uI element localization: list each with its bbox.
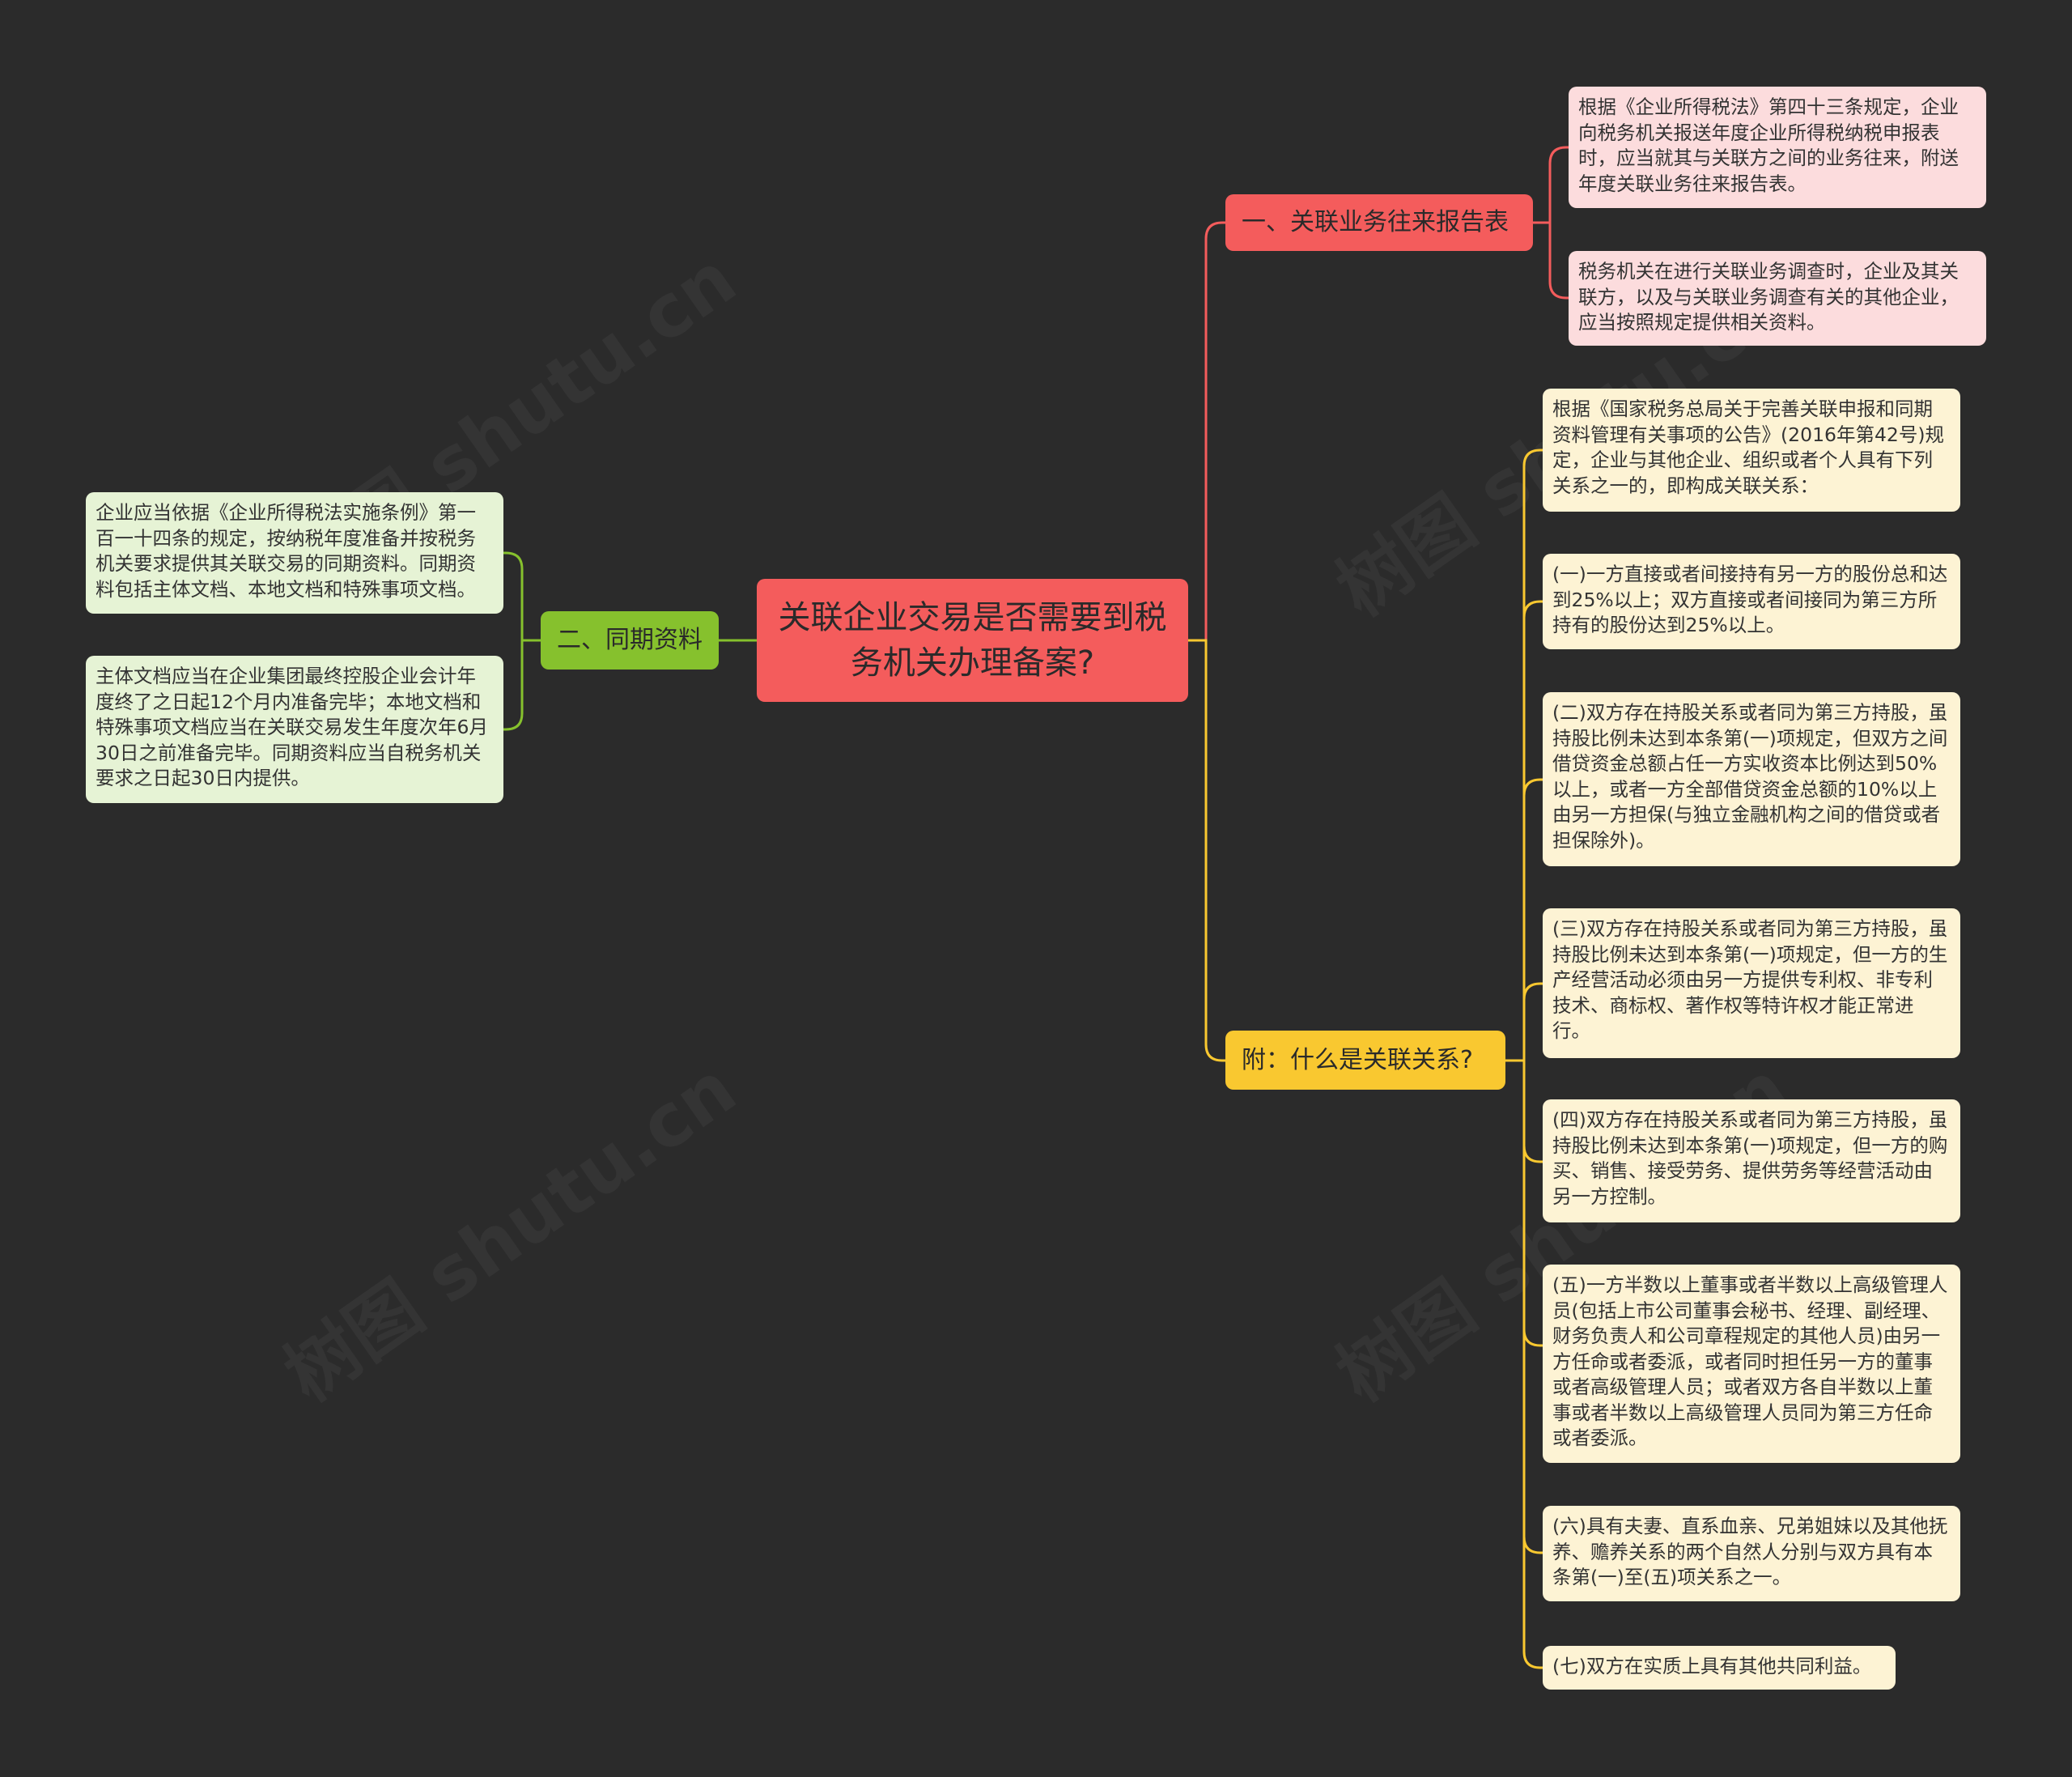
root-topic-label: 关联企业交易是否需要到税务机关办理备案? [778, 599, 1167, 682]
branch-report[interactable]: 一、关联业务往来报告表 [1225, 194, 1533, 251]
link-relation-leaf-1 [1505, 449, 1543, 1062]
link-relation-leaf-4 [1505, 982, 1543, 1062]
relation-leaf-5[interactable]: (四)双方存在持股关系或者同为第三方持股，虽持股比例未达到本条第(一)项规定，但… [1543, 1099, 1960, 1222]
report-leaf-2[interactable]: 税务机关在进行关联业务调查时，企业及其关联方，以及与关联业务调查有关的其他企业，… [1569, 251, 1986, 346]
report-leaf-1[interactable]: 根据《企业所得税法》第四十三条规定，企业向税务机关报送年度企业所得税纳税申报表时… [1569, 87, 1986, 208]
relation-leaf-2[interactable]: (一)一方直接或者间接持有另一方的股份总和达到25%以上；双方直接或者间接同为第… [1543, 554, 1960, 649]
relation-leaf-8-text: (七)双方在实质上具有其他共同利益。 [1552, 1655, 1872, 1677]
relation-leaf-6-text: (五)一方半数以上董事或者半数以上高级管理人员(包括上市公司董事会秘书、经理、副… [1552, 1273, 1948, 1449]
link-relation-leaf-2 [1505, 600, 1543, 1062]
report-leaf-1-text: 根据《企业所得税法》第四十三条规定，企业向税务机关报送年度企业所得税纳税申报表时… [1578, 96, 1959, 195]
link-root-relation [1188, 639, 1225, 1062]
relation-leaf-3-text: (二)双方存在持股关系或者同为第三方持股，虽持股比例未达到本条第(一)项规定，但… [1552, 701, 1948, 852]
relation-leaf-2-text: (一)一方直接或者间接持有另一方的股份总和达到25%以上；双方直接或者间接同为第… [1552, 563, 1948, 636]
relation-leaf-6[interactable]: (五)一方半数以上董事或者半数以上高级管理人员(包括上市公司董事会秘书、经理、副… [1543, 1265, 1960, 1463]
root-topic[interactable]: 关联企业交易是否需要到税务机关办理备案? [757, 579, 1188, 702]
relation-leaf-7[interactable]: (六)具有夫妻、直系血亲、兄弟姐妹以及其他抚养、赡养关系的两个自然人分别与双方具… [1543, 1506, 1960, 1601]
branch-report-label: 一、关联业务往来报告表 [1242, 208, 1509, 236]
link-root-report [1188, 221, 1225, 642]
relation-leaf-1[interactable]: 根据《国家税务总局关于完善关联申报和同期资料管理有关事项的公告》(2016年第4… [1543, 389, 1960, 512]
relation-leaf-7-text: (六)具有夫妻、直系血亲、兄弟姐妹以及其他抚养、赡养关系的两个自然人分别与双方具… [1552, 1515, 1948, 1588]
relation-leaf-3[interactable]: (二)双方存在持股关系或者同为第三方持股，虽持股比例未达到本条第(一)项规定，但… [1543, 692, 1960, 866]
link-report-leaf-2 [1533, 221, 1569, 300]
link-relation-leaf-8 [1505, 1059, 1543, 1669]
link-relation-leaf-3 [1505, 778, 1543, 1062]
docs-leaf-2[interactable]: 主体文档应当在企业集团最终控股企业会计年度终了之日起12个月内准备完毕；本地文档… [86, 656, 503, 803]
link-report-leaf-1 [1533, 146, 1569, 224]
docs-leaf-1-text: 企业应当依据《企业所得税法实施条例》第一百一十四条的规定，按纳税年度准备并按税务… [96, 501, 476, 601]
relation-leaf-5-text: (四)双方存在持股关系或者同为第三方持股，虽持股比例未达到本条第(一)项规定，但… [1552, 1108, 1948, 1208]
branch-relation[interactable]: 附：什么是关联关系? [1225, 1031, 1505, 1090]
report-leaf-2-text: 税务机关在进行关联业务调查时，企业及其关联方，以及与关联业务调查有关的其他企业，… [1578, 260, 1959, 334]
docs-leaf-1[interactable]: 企业应当依据《企业所得税法实施条例》第一百一十四条的规定，按纳税年度准备并按税务… [86, 492, 503, 614]
branch-docs-label: 二、同期资料 [557, 626, 703, 654]
relation-leaf-8[interactable]: (七)双方在实质上具有其他共同利益。 [1543, 1646, 1896, 1690]
link-docs-leaf-2 [503, 639, 541, 731]
link-docs-leaf-1 [503, 551, 541, 642]
relation-leaf-4[interactable]: (三)双方存在持股关系或者同为第三方持股，虽持股比例未达到本条第(一)项规定，但… [1543, 908, 1960, 1058]
branch-docs[interactable]: 二、同期资料 [541, 611, 719, 670]
branch-relation-label: 附：什么是关联关系? [1242, 1045, 1473, 1074]
relation-leaf-1-text: 根据《国家税务总局关于完善关联申报和同期资料管理有关事项的公告》(2016年第4… [1552, 397, 1945, 497]
relation-leaf-4-text: (三)双方存在持股关系或者同为第三方持股，虽持股比例未达到本条第(一)项规定，但… [1552, 917, 1948, 1042]
docs-leaf-2-text: 主体文档应当在企业集团最终控股企业会计年度终了之日起12个月内准备完毕；本地文档… [96, 665, 488, 789]
